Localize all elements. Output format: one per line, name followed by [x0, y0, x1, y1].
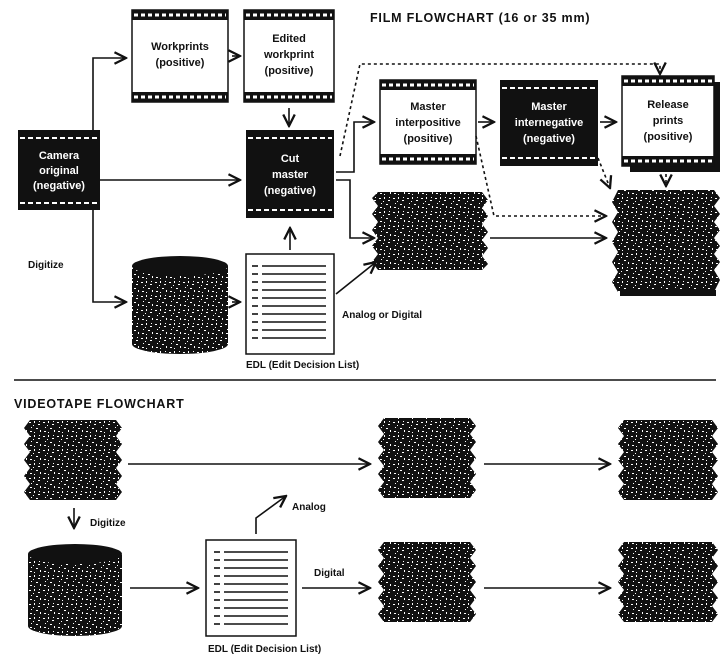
cut-master-label-2: master: [272, 169, 309, 181]
video-analog-label: Analog: [292, 502, 326, 513]
cut-master-label-1: Cut: [281, 153, 300, 165]
film-edl-label: EDL (Edit Decision List): [246, 360, 359, 371]
video-edl-label: EDL (Edit Decision List): [208, 644, 321, 655]
video-release-tape-digital: [618, 542, 718, 622]
workprints-label-2: (positive): [156, 57, 205, 69]
master-interpositive-label-1: Master: [410, 101, 446, 113]
camera-original-label-2: original: [39, 165, 79, 177]
video-edl-document-icon: [205, 539, 297, 637]
film-connectors: [92, 56, 616, 302]
edited-workprint-label-2: workprint: [263, 49, 314, 61]
release-prints-label-3: (positive): [644, 131, 693, 143]
video-master-tape-digital: [378, 542, 476, 622]
workprints-film: Workprints (positive): [131, 9, 229, 103]
video-digital-drive-icon: [28, 544, 122, 636]
master-internegative-label-3: (negative): [523, 133, 575, 145]
film-tape-release: [612, 190, 720, 296]
videotape-flowchart-title: VIDEOTAPE FLOWCHART: [14, 397, 185, 411]
film-analog-or-digital-label: Analog or Digital: [342, 310, 422, 321]
film-digital-drive-icon: [132, 256, 228, 354]
film-dashed-connectors: [339, 64, 666, 216]
video-digital-label: Digital: [314, 568, 345, 579]
film-flowchart-title: FILM FLOWCHART (16 or 35 mm): [370, 11, 590, 25]
master-internegative-film: Master internegative (negative): [500, 80, 598, 166]
master-interpositive-film: Master interpositive (positive): [379, 79, 477, 165]
camera-original-film: Camera original (negative): [18, 130, 100, 210]
film-edl-document-icon: [245, 253, 335, 355]
edited-workprint-film: Edited workprint (positive): [243, 9, 335, 103]
master-interpositive-label-2: interpositive: [395, 117, 460, 129]
video-connectors: [74, 464, 610, 588]
film-digitize-label: Digitize: [28, 260, 64, 271]
video-master-tape-analog: [378, 418, 476, 498]
master-internegative-label-2: internegative: [515, 117, 583, 129]
cut-master-label-3: (negative): [264, 185, 316, 197]
film-tape-middle: [372, 192, 488, 270]
cut-master-film: Cut master (negative): [246, 130, 334, 218]
video-digitize-label: Digitize: [90, 518, 126, 529]
edited-workprint-label-3: (positive): [265, 65, 314, 77]
master-internegative-label-1: Master: [531, 101, 567, 113]
video-release-tape-analog: [618, 420, 718, 500]
master-interpositive-label-3: (positive): [404, 133, 453, 145]
release-prints-label-2: prints: [653, 115, 684, 127]
workprints-label-1: Workprints: [151, 41, 209, 53]
video-source-tape: [24, 420, 122, 500]
release-prints-label-1: Release: [647, 99, 689, 111]
camera-original-label-3: (negative): [33, 180, 85, 192]
release-prints-film: Release prints (positive): [621, 75, 720, 172]
camera-original-label-1: Camera: [39, 150, 80, 162]
edited-workprint-label-1: Edited: [272, 33, 306, 45]
